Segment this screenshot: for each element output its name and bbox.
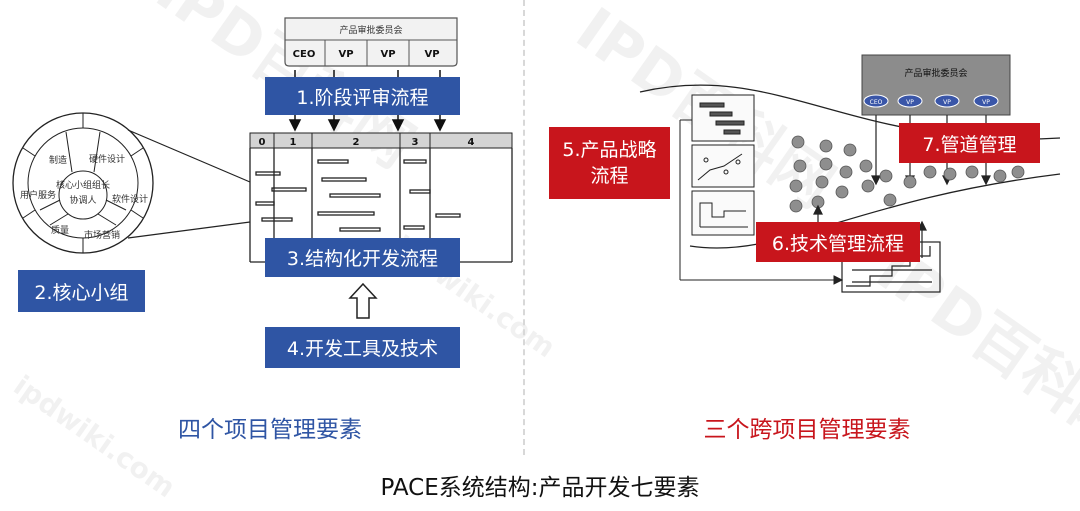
committee-member: VP	[424, 49, 439, 60]
project-dots	[789, 135, 1025, 213]
phase-number: 1	[290, 137, 297, 148]
committee-member: VP	[943, 99, 951, 106]
dev-tools-label: 4.开发工具及技术	[265, 327, 460, 368]
structured-dev-label: 3.结构化开发流程	[265, 238, 460, 277]
committee-member: VP	[380, 49, 395, 60]
phase-number: 4	[468, 137, 475, 148]
committee-member: VP	[338, 49, 353, 60]
committee-box-left: 产品审批委员会 CEO VP VP VP	[284, 17, 458, 67]
left-caption: 四个项目管理要素	[178, 417, 362, 443]
wheel-center-main: 协调人	[69, 194, 96, 206]
phase-number: 0	[259, 137, 266, 148]
phase-number: 2	[353, 137, 360, 148]
center-divider	[523, 0, 525, 455]
committee-member: VP	[982, 99, 990, 106]
wheel-segment: 市场营销	[84, 229, 120, 241]
wheel-segment: 用户服务	[20, 189, 56, 201]
right-caption: 三个跨项目管理要素	[703, 417, 911, 443]
core-team-wheel: 核心小组组长 协调人 制造 硬件设计 软件设计 市场营销 质量 用户服务	[12, 112, 154, 254]
product-strategy-label: 5.产品战略流程	[549, 127, 670, 199]
right-diagram: 产品审批委员会 CEO VP VP VP	[639, 54, 1061, 293]
left-diagram: 产品审批委员会 CEO VP VP VP 0 1 2 3 4	[12, 17, 513, 319]
wheel-segment: 硬件设计	[89, 153, 125, 165]
phase-bar: 0 1 2 3 4	[249, 132, 513, 149]
phase-number: 3	[412, 137, 419, 148]
committee-member: CEO	[293, 49, 316, 60]
wheel-segment: 制造	[49, 154, 67, 166]
committee-box-right: 产品审批委员会 CEO VP VP VP	[861, 54, 1011, 116]
committee-title: 产品审批委员会	[904, 67, 967, 79]
wheel-connector	[127, 129, 251, 239]
wheel-center-top: 核心小组组长	[56, 179, 110, 191]
wheel-segment: 质量	[51, 224, 69, 236]
footer-title: PACE系统结构:产品开发七要素	[380, 475, 700, 501]
committee-member: VP	[906, 99, 914, 106]
up-arrow-icon	[348, 282, 378, 319]
wheel-segment: 软件设计	[112, 193, 148, 205]
strategy-icons	[679, 94, 844, 285]
tech-mgmt-label: 6.技术管理流程	[756, 222, 920, 262]
committee-member: CEO	[870, 99, 883, 106]
pipeline-mgmt-label: 7.管道管理	[899, 123, 1040, 163]
stage-review-label: 1.阶段评审流程	[265, 77, 460, 115]
core-team-label: 2.核心小组	[18, 270, 145, 312]
committee-title: 产品审批委员会	[339, 24, 402, 36]
